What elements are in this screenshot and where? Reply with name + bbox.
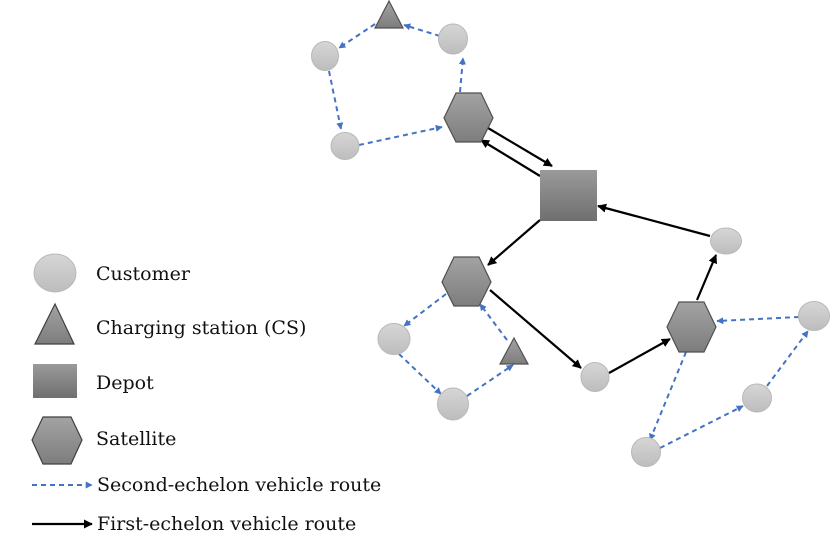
route-edge: [358, 124, 443, 146]
route-edge: [487, 127, 553, 167]
legend-charging-station-icon: [34, 302, 75, 345]
route-edge: [649, 351, 687, 441]
legend-first-echelon-label: First-echelon vehicle route: [97, 513, 356, 535]
legend-charging-station-label: Charging station (CS): [96, 317, 306, 339]
legend-customer-label: Customer: [96, 263, 191, 285]
satellite-node: [441, 256, 492, 307]
customer-node: [580, 362, 610, 392]
legend-depot-label: Depot: [96, 372, 154, 394]
route-edge: [403, 23, 441, 37]
charging-station-node: [374, 0, 404, 29]
route-edge: [489, 289, 582, 369]
route-edge: [398, 353, 442, 395]
route-edge: [403, 293, 447, 327]
nodes: [311, 0, 830, 467]
customer-node: [437, 387, 469, 421]
route-edge: [716, 316, 800, 325]
satellite-node: [443, 92, 494, 143]
customer-node: [710, 227, 742, 255]
customer-node: [377, 323, 411, 355]
legend: Customer Charging station (CS) Depot Sat…: [31, 253, 381, 535]
legend-satellite-label: Satellite: [96, 428, 176, 450]
route-edge: [608, 338, 671, 374]
route-edge: [597, 203, 711, 238]
second-echelon-routes: [328, 23, 809, 449]
route-edge: [458, 57, 466, 93]
route-edge: [328, 70, 344, 130]
customer-node: [742, 383, 772, 413]
route-edge: [466, 364, 514, 397]
legend-second-echelon-label: Second-echelon vehicle route: [97, 474, 381, 496]
customer-node: [798, 301, 830, 331]
charging-station-node: [498, 336, 530, 365]
legend-customer-icon: [33, 253, 77, 293]
route-edge: [479, 303, 508, 341]
first-echelon-routes: [480, 127, 718, 374]
route-edge: [487, 219, 541, 266]
customer-node: [438, 23, 468, 55]
route-edge: [695, 254, 718, 301]
satellite-node: [666, 301, 717, 353]
route-edge: [480, 139, 541, 177]
route-edge: [766, 330, 809, 387]
customer-node: [631, 437, 661, 467]
route-edge: [659, 405, 744, 449]
customer-node: [311, 41, 339, 71]
route-edge: [338, 23, 376, 49]
depot-node: [540, 170, 597, 221]
customer-node: [330, 132, 360, 160]
legend-satellite-icon: [31, 416, 83, 465]
legend-depot-icon: [33, 364, 77, 398]
